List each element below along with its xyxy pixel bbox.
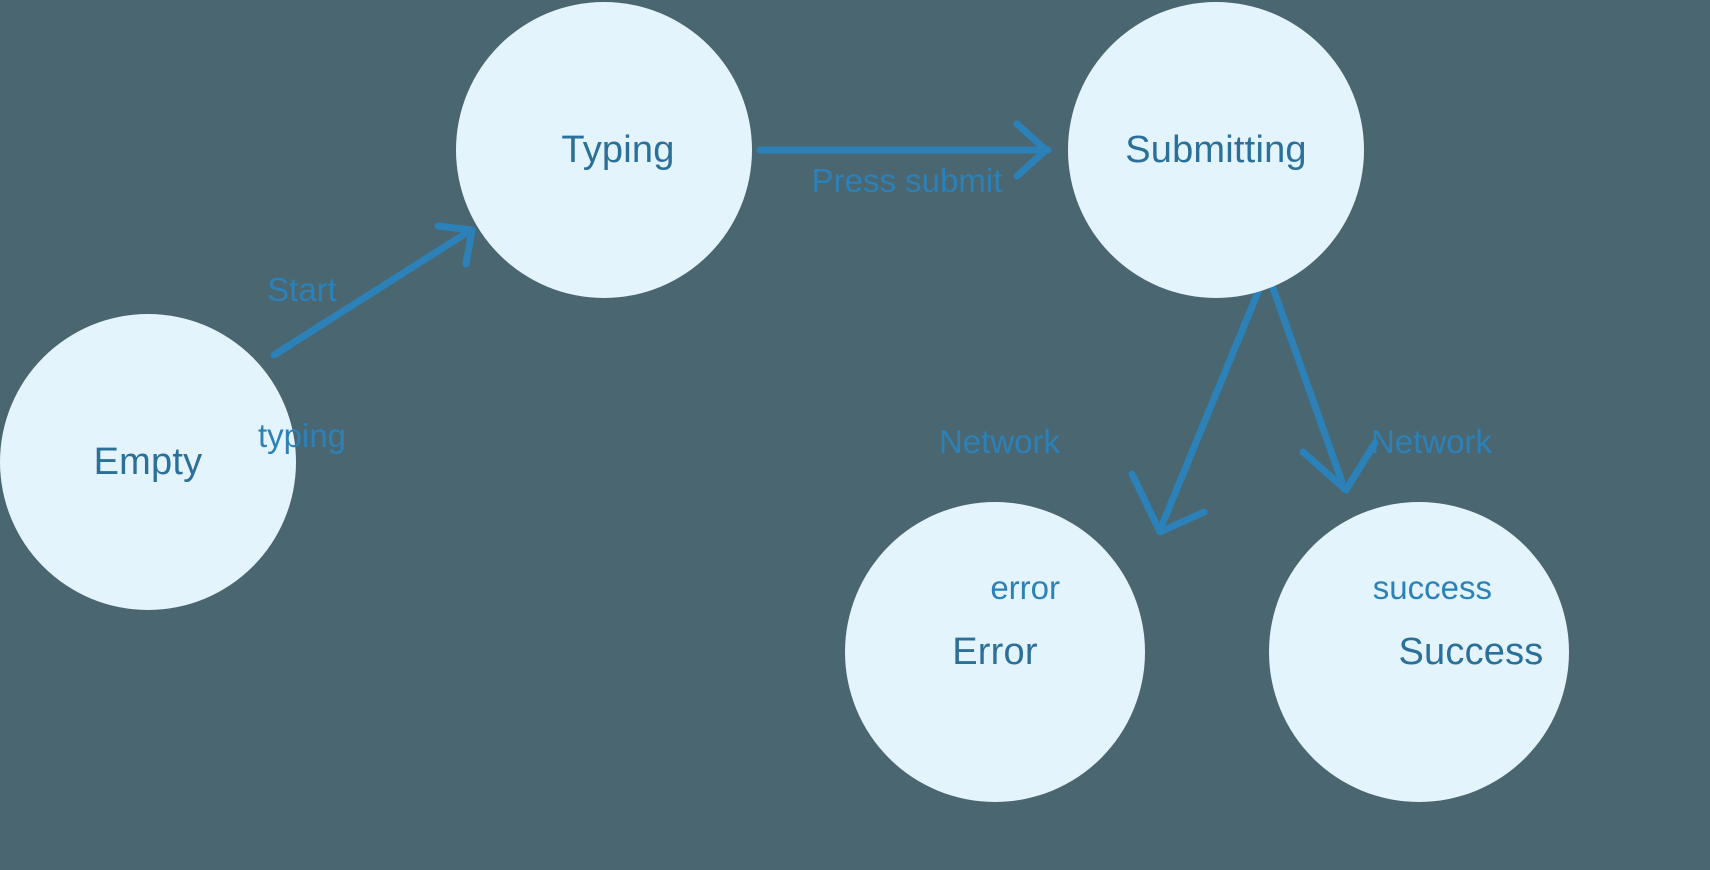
edge-label-start-typing-line1: Start <box>267 270 337 308</box>
node-error-label: Error <box>952 630 1038 673</box>
edge-label-network-error-line2: error <box>990 569 1060 607</box>
edge-label-start-typing: Start typing <box>242 168 362 559</box>
node-empty-label: Empty <box>93 440 203 483</box>
node-submitting[interactable]: Submitting <box>1068 2 1364 298</box>
edge-network-error-line <box>1158 288 1262 529</box>
node-typing[interactable]: Typing <box>456 2 752 298</box>
edge-label-start-typing-line2: typing <box>257 417 347 455</box>
edge-label-network-success-line1: Network <box>1370 422 1492 460</box>
edge-start-typing <box>270 222 476 359</box>
edge-press-submit-arrowhead <box>1013 120 1050 180</box>
node-typing-label: Typing <box>561 128 675 171</box>
node-error[interactable]: Error <box>845 502 1145 802</box>
edge-network-success <box>1269 284 1379 494</box>
edge-label-network-success: Network success <box>1282 320 1492 711</box>
edge-label-network-success-line2: success <box>1372 569 1492 607</box>
edge-network-success-arrowhead <box>1299 439 1379 494</box>
edge-network-error <box>1128 288 1262 536</box>
node-success[interactable]: Success <box>1269 502 1569 802</box>
edge-network-error-arrowhead <box>1128 470 1208 536</box>
edge-label-network-error: Network error <box>860 320 1060 711</box>
edge-start-typing-arrowhead <box>434 222 476 268</box>
node-submitting-label: Submitting <box>1125 128 1307 171</box>
edge-label-press-submit: Press submit <box>795 59 1019 303</box>
node-success-label: Success <box>1398 630 1544 673</box>
edge-start-typing-line <box>270 228 472 359</box>
edge-network-success-line <box>1269 284 1346 486</box>
edge-press-submit <box>756 120 1052 180</box>
edge-label-network-error-line1: Network <box>938 422 1060 460</box>
edge-label-press-submit-line1: Press submit <box>811 161 1003 199</box>
node-empty[interactable]: Empty <box>0 314 296 610</box>
